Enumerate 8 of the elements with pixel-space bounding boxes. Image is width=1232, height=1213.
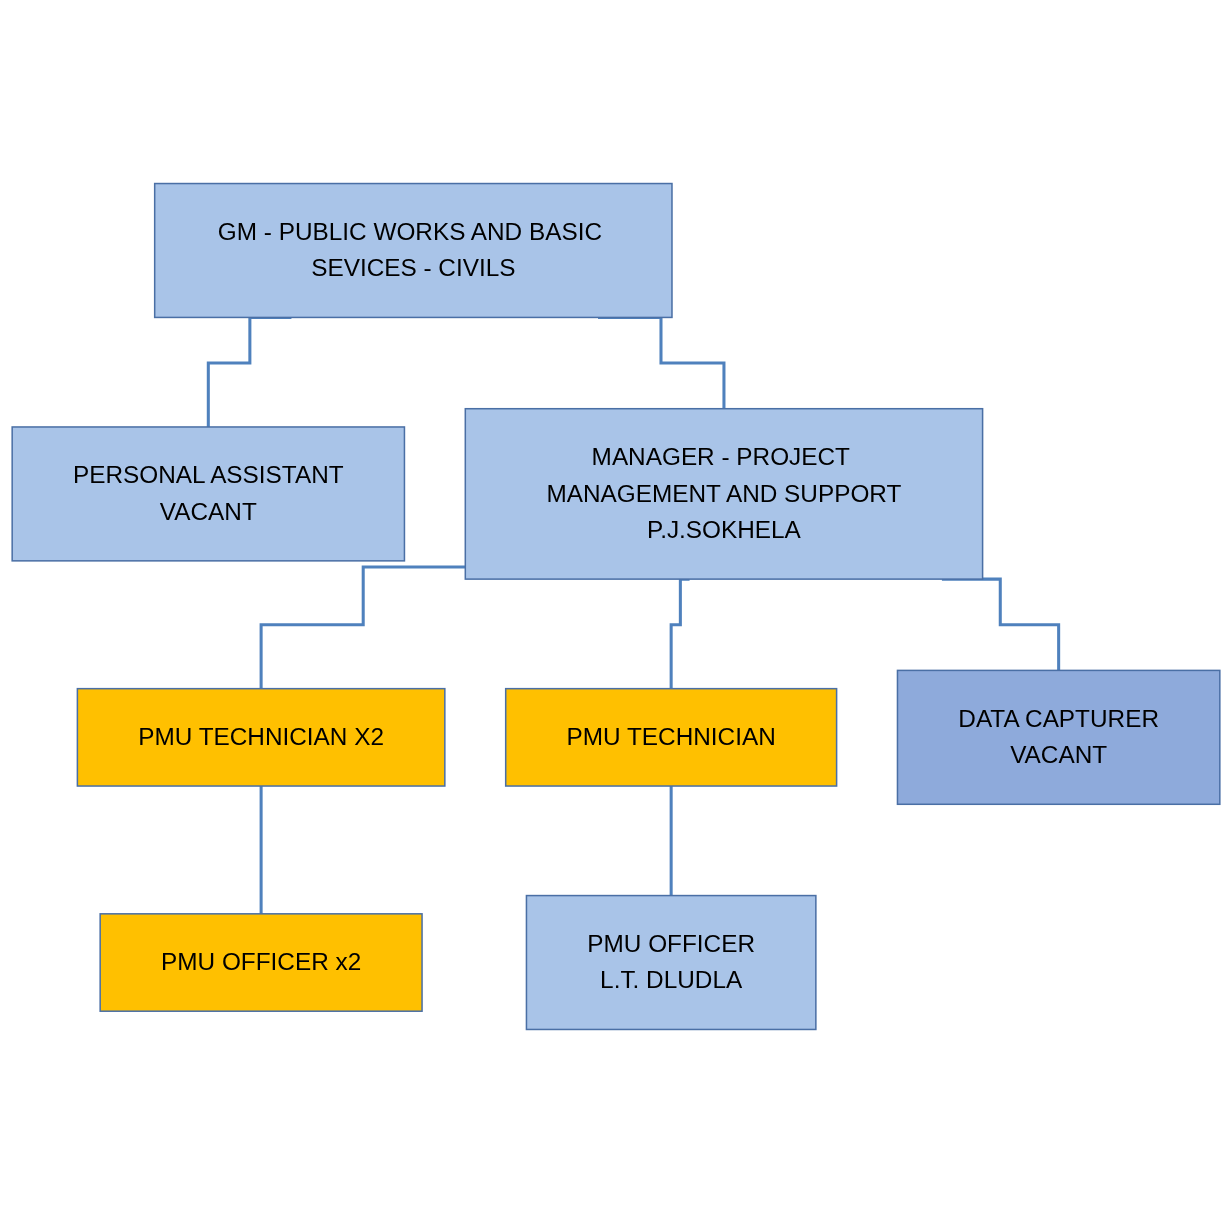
node-box: PERSONAL ASSISTANT VACANT: [11, 426, 406, 562]
node-box: GM - PUBLIC WORKS AND BASIC SEVICES - CIVILS: [153, 182, 673, 319]
node-box: PMU TECHNICIAN: [504, 687, 838, 787]
node-box: PMU OFFICER x2: [99, 913, 423, 1012]
node-box: DATA CAPTURER VACANT: [896, 669, 1221, 806]
node-box: PMU TECHNICIAN X2: [76, 687, 446, 787]
node-box: PMU OFFICER L.T. DLUDLA: [525, 894, 817, 1031]
node-box: MANAGER - PROJECT MANAGEMENT AND SUPPORT P.J.SOKHELA: [464, 407, 984, 580]
